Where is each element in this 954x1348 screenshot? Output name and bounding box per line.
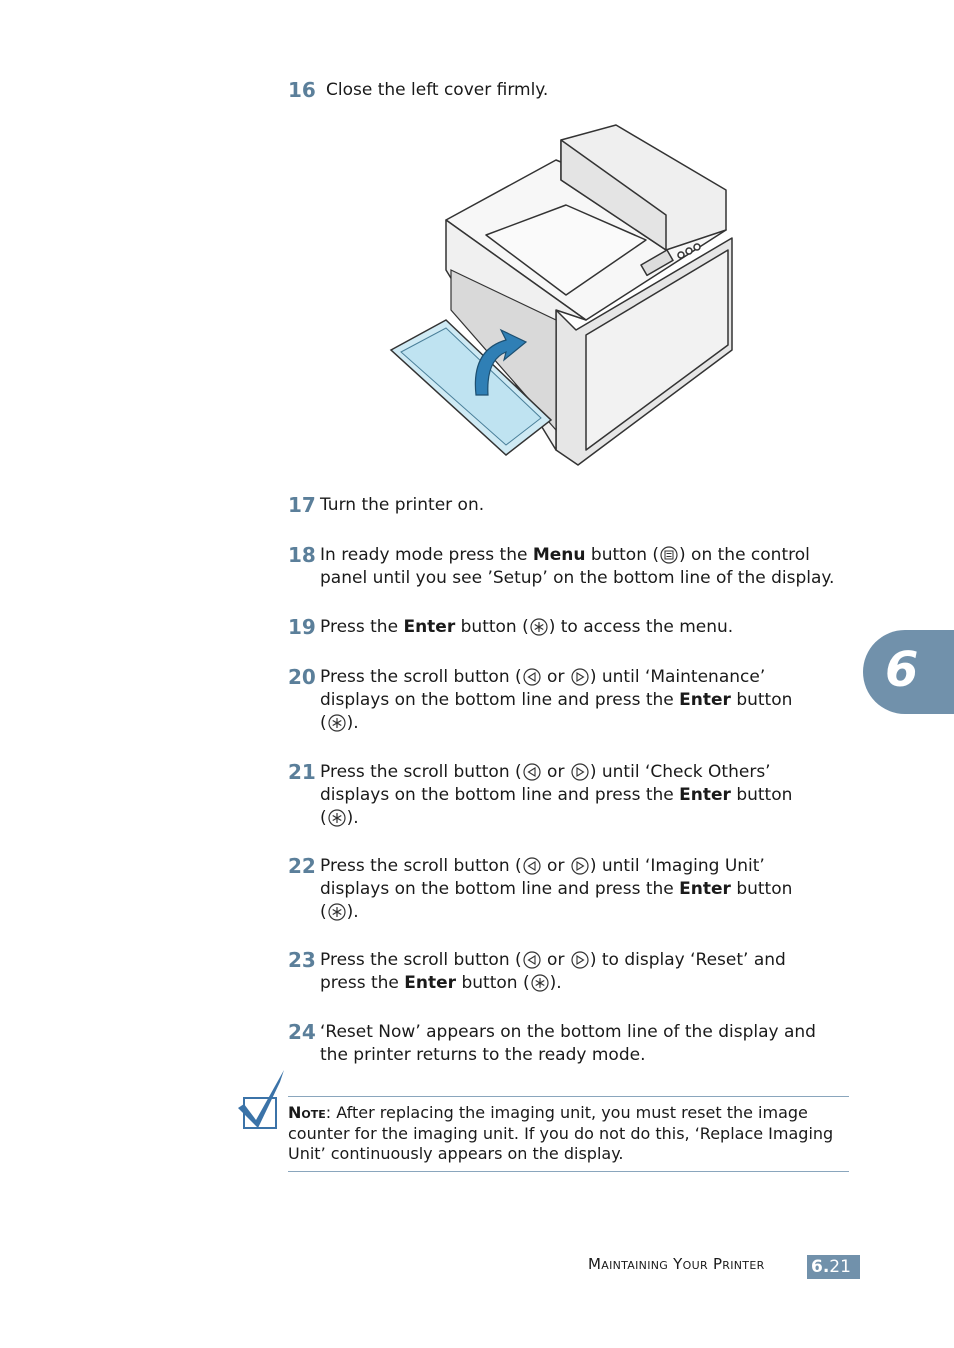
printer-illustration	[389, 124, 733, 466]
step-text-part: Press the scroll button (	[320, 762, 522, 782]
step-text-part: panel until you see ’Setup’ on the botto…	[320, 568, 835, 588]
scroll-left-icon	[523, 763, 541, 781]
note-text: Note: After replacing the imaging unit, …	[288, 1103, 849, 1165]
step-text-part: ‘Reset Now’ appears on the bottom line o…	[320, 1022, 816, 1042]
step-text-part: button (	[455, 617, 529, 637]
note-box: Note: After replacing the imaging unit, …	[288, 1096, 849, 1172]
enter-button-icon	[530, 974, 549, 992]
step-text-part: ).	[346, 902, 359, 922]
enter-button-icon	[328, 809, 346, 827]
step-text-part: button (	[585, 545, 660, 565]
enter-button-icon	[530, 618, 548, 636]
step-number: 23	[288, 948, 316, 972]
step-text-part: or	[541, 856, 570, 876]
button-name: Enter	[679, 879, 731, 899]
step-text-part: or	[541, 762, 570, 782]
scroll-right-icon	[571, 857, 589, 875]
step-number: 18	[288, 543, 316, 567]
scroll-right-icon	[571, 763, 589, 781]
step-text-part: ) until ‘Maintenance’	[589, 667, 766, 687]
step-text-part: button	[730, 690, 793, 710]
step-text-part: Press the scroll button (	[320, 856, 522, 876]
page-num: 21	[829, 1257, 851, 1277]
checkmark-icon	[238, 1070, 284, 1129]
step-text-part: ) on the control	[679, 545, 810, 565]
step-text-part: displays on the bottom line and press th…	[320, 879, 680, 899]
step-text-part: ).	[346, 713, 359, 733]
step-number: 24	[288, 1020, 316, 1044]
step-text-part: Press the	[320, 617, 404, 637]
step-text-part: or	[541, 667, 570, 687]
scroll-left-icon	[523, 857, 541, 875]
page-number: 6.21	[807, 1255, 860, 1279]
step-text: Press the Enter button ( ) to access the …	[320, 616, 860, 639]
button-name: Enter	[679, 785, 731, 805]
scroll-left-icon	[523, 668, 541, 686]
step-text: Press the scroll button ( or ) to displa…	[320, 949, 860, 995]
chapter-tab: 6	[863, 630, 954, 714]
step-text: Press the scroll button ( or ) until ‘Ch…	[320, 761, 860, 830]
page-chapter: 6.	[811, 1257, 830, 1277]
step-number: 17	[288, 493, 316, 517]
step-text-part: (	[320, 902, 327, 922]
step-text-part: button (	[456, 973, 530, 993]
step-text: Close the left cover firmly.	[326, 80, 549, 100]
step-text: Press the scroll button ( or ) until ‘Im…	[320, 855, 860, 924]
scroll-right-icon	[571, 951, 589, 969]
button-name: Menu	[532, 545, 586, 565]
step-number: 22	[288, 854, 316, 878]
step-text-part: ) to display ‘Reset’ and	[589, 950, 786, 970]
step-number: 16	[288, 78, 316, 102]
step-text: Turn the printer on.	[320, 495, 485, 515]
step-text-part: or	[541, 950, 570, 970]
enter-button-icon	[328, 903, 346, 921]
button-name: Enter	[679, 690, 731, 710]
step-number: 21	[288, 760, 316, 784]
step-text-part: displays on the bottom line and press th…	[320, 785, 680, 805]
step-number: 19	[288, 615, 316, 639]
note-label: Note	[288, 1103, 326, 1122]
footer-title: Maintaining Your Printer	[588, 1255, 765, 1273]
chapter-number: 6	[885, 642, 919, 698]
step-text-part: the printer returns to the ready mode.	[320, 1045, 646, 1065]
step-text-part: ).	[346, 808, 359, 828]
step-text-part: (	[320, 808, 327, 828]
step-text: Press the scroll button ( or ) until ‘Ma…	[320, 666, 860, 735]
menu-button-icon	[660, 546, 678, 564]
scroll-left-icon	[523, 951, 541, 969]
step-text-part: ) until ‘Check Others’	[589, 762, 771, 782]
button-name: Enter	[404, 973, 457, 993]
button-name: Enter	[403, 617, 456, 637]
step-text-part: ).	[549, 973, 562, 993]
step-text: ‘Reset Now’ appears on the bottom line o…	[320, 1021, 860, 1067]
step-text-part: press the	[320, 973, 405, 993]
step-text-part: button	[730, 785, 793, 805]
step-text-part: (	[320, 713, 327, 733]
step-number: 20	[288, 665, 316, 689]
step-text-part: displays on the bottom line and press th…	[320, 690, 680, 710]
step-text-part: Press the scroll button (	[320, 667, 522, 687]
scroll-right-icon	[571, 668, 589, 686]
step-text-part: ) until ‘Imaging Unit’	[589, 856, 765, 876]
step-text-part: In ready mode press the	[320, 545, 533, 565]
step-text-part: button	[730, 879, 793, 899]
step-text-part: ) to access the menu.	[548, 617, 734, 637]
enter-button-icon	[328, 714, 346, 732]
step-text-part: Press the scroll button (	[320, 950, 522, 970]
step-text: In ready mode press the Menu button ( ) o…	[320, 544, 860, 590]
note-body: : After replacing the imaging unit, you …	[288, 1103, 834, 1163]
